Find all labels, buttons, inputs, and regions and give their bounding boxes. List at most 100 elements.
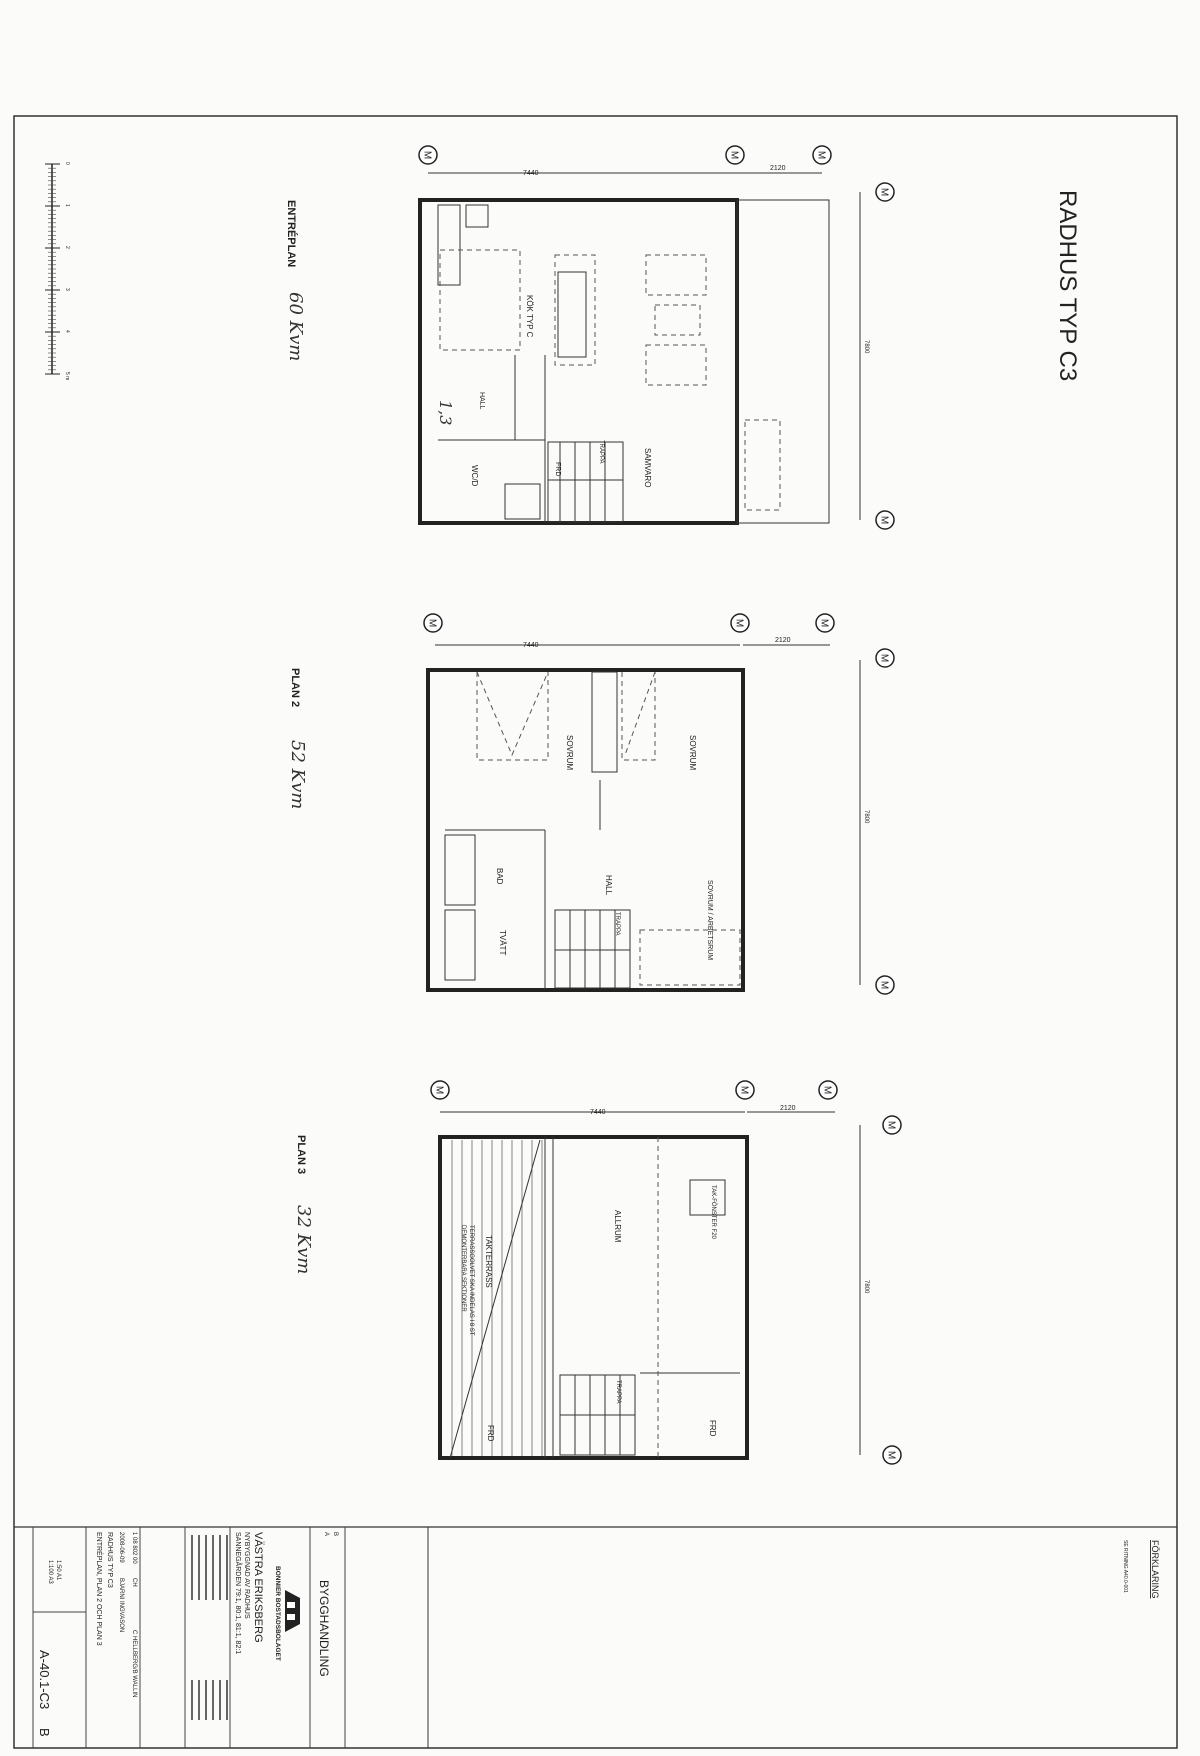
dimension-width: 7440 [523, 642, 539, 649]
room-label: FRD [708, 1420, 717, 1437]
room-label: KÖK TYP C [525, 295, 534, 338]
plan-label-plan-3: PLAN 3 [295, 1135, 307, 1174]
plan-entreplan: 7440 2120 7800 KÖK TYP C SAMVARO WC/D FR… [418, 165, 869, 525]
room-label: SOVRUM [565, 735, 574, 770]
grid-marker: M [875, 182, 895, 202]
scale-tick-label: 4 [64, 330, 70, 333]
legend-note: SE RITNING A40.0-001 [1122, 1540, 1128, 1593]
grid-marker: M [818, 1080, 838, 1100]
svg-text:M: M [886, 1451, 897, 1459]
scale-1: 1:50 A1 [55, 1560, 61, 1581]
grid-marker: M [882, 1115, 902, 1135]
date: 2008-06-09 [118, 1532, 124, 1563]
grid-marker: M [882, 1445, 902, 1465]
room-label: TAKTERRASS [484, 1235, 493, 1288]
drawing-title-2: ENTRÉPLAN, PLAN 2 OCH PLAN 3 [95, 1532, 104, 1646]
grid-marker: M [815, 613, 835, 633]
designer: CH [131, 1578, 137, 1587]
room-label: ALLRUM [613, 1210, 622, 1243]
dimension-extension: 2120 [780, 1105, 796, 1112]
room-label: TAK-FÖNSTER F20 [710, 1185, 717, 1240]
title-block: BYGGHANDLING BONNIER BOSTADSBOLAGET VÄST… [32, 1527, 346, 1748]
svg-text:M: M [434, 1086, 445, 1094]
scale-tick-label: 0 [64, 162, 70, 165]
dimension-width: 7440 [523, 170, 539, 177]
handwritten-area-plan-3: 32 Kvm [293, 1205, 314, 1274]
room-label: HALL [478, 392, 485, 410]
plan-3: ALLRUM TAKTERRASS TERRASSGOLVET SKA INDE… [438, 1105, 869, 1460]
legend-title: FÖRKLARING [1150, 1540, 1160, 1599]
room-label: DEMONTERBARA SEKTIONER [460, 1225, 466, 1312]
handwritten-note: 1,3 [436, 400, 455, 425]
handwritten-area-entreplan: 60 Kvm [285, 292, 306, 361]
room-label: FRD [554, 462, 561, 476]
room-label: TRAPPA [615, 1380, 621, 1404]
room-label: FRD [486, 1425, 495, 1442]
svg-text:M: M [739, 1086, 750, 1094]
plan-2: SOVRUM SOVRUM BAD HALL TVÄTT SOVRUM / AR… [426, 637, 869, 992]
plan-label-plan-2: PLAN 2 [289, 668, 301, 707]
svg-text:M: M [822, 1086, 833, 1094]
grid-marker: M [730, 613, 750, 633]
sheet-title: RADHUS TYP C3 [1054, 190, 1081, 381]
grid-marker: M [423, 613, 443, 633]
project-subtitle: NYBYGGNAD AV RADHUS [243, 1532, 250, 1619]
scale-tick-label: 1 [64, 204, 70, 207]
svg-text:M: M [879, 188, 890, 196]
dimension-depth: 7800 [863, 810, 869, 824]
company-logo: BONNIER BOSTADSBOLAGET [274, 1566, 300, 1661]
drawing-number: A-40.1-C3 [37, 1650, 52, 1709]
responsible: C HELLBERG/B WALLIN [131, 1630, 137, 1697]
drawing-revision: B [37, 1728, 52, 1737]
property-designation: SANNEGÅRDEN 79:1, 80:1, 81:1, 82:1 [234, 1532, 243, 1654]
svg-text:M: M [879, 654, 890, 662]
revision-row: A [323, 1532, 329, 1536]
drawing-title: RADHUS TYP C3 [106, 1532, 113, 1588]
dimension-extension: 2120 [775, 637, 791, 644]
grid-marker: M [812, 145, 832, 165]
grid-marker: M [725, 145, 745, 165]
grid-marker: M [430, 1080, 450, 1100]
revision-row: B [332, 1532, 338, 1536]
grid-marker: M [418, 145, 438, 165]
handwritten-area-plan-2: 52 Kvm [287, 740, 308, 809]
scale-tick-label: 3 [64, 288, 70, 291]
scale-2: 1:100 A3 [47, 1560, 53, 1584]
plan-label-entreplan: ENTRÉPLAN [285, 200, 298, 267]
room-label: BAD [495, 868, 504, 885]
svg-text:M: M [427, 619, 438, 627]
room-label: TERRASSGOLVET SKA INDELAS I 8 ST [468, 1225, 474, 1336]
svg-text:M: M [886, 1121, 897, 1129]
dimension-depth: 7800 [863, 340, 869, 354]
room-label: SAMVARO [643, 448, 652, 487]
grid-marker: M [875, 975, 895, 995]
grid-marker: M [735, 1080, 755, 1100]
grid-marker: M [875, 648, 895, 668]
company-name: BONNIER BOSTADSBOLAGET [274, 1566, 281, 1661]
dimension-extension: 2120 [770, 165, 786, 172]
grid-marker: M [875, 510, 895, 530]
scale-tick-label: 5 m [64, 372, 70, 380]
svg-text:M: M [422, 151, 433, 159]
project-name: VÄSTRA ERIKSBERG [252, 1532, 264, 1643]
project-number: 1 08 802 00 [131, 1532, 137, 1564]
svg-text:M: M [816, 151, 827, 159]
room-label: WC/D [470, 465, 479, 487]
drawn-by: BJARNI INGVASON [118, 1578, 124, 1632]
title-block-status: BYGGHANDLING [317, 1580, 331, 1677]
room-label: TVÄTT [498, 930, 507, 955]
room-label: SOVRUM [688, 735, 697, 770]
svg-text:M: M [734, 619, 745, 627]
dimension-depth: 7800 [863, 1280, 869, 1294]
room-label: TRAPPA [598, 440, 604, 464]
svg-text:M: M [879, 516, 890, 524]
svg-text:M: M [879, 981, 890, 989]
room-label: HALL [604, 875, 613, 896]
sheet-border [13, 115, 1178, 1749]
svg-text:M: M [729, 151, 740, 159]
dimension-width: 7440 [590, 1109, 606, 1116]
room-label: TRAPPA [614, 912, 620, 936]
svg-text:M: M [819, 619, 830, 627]
